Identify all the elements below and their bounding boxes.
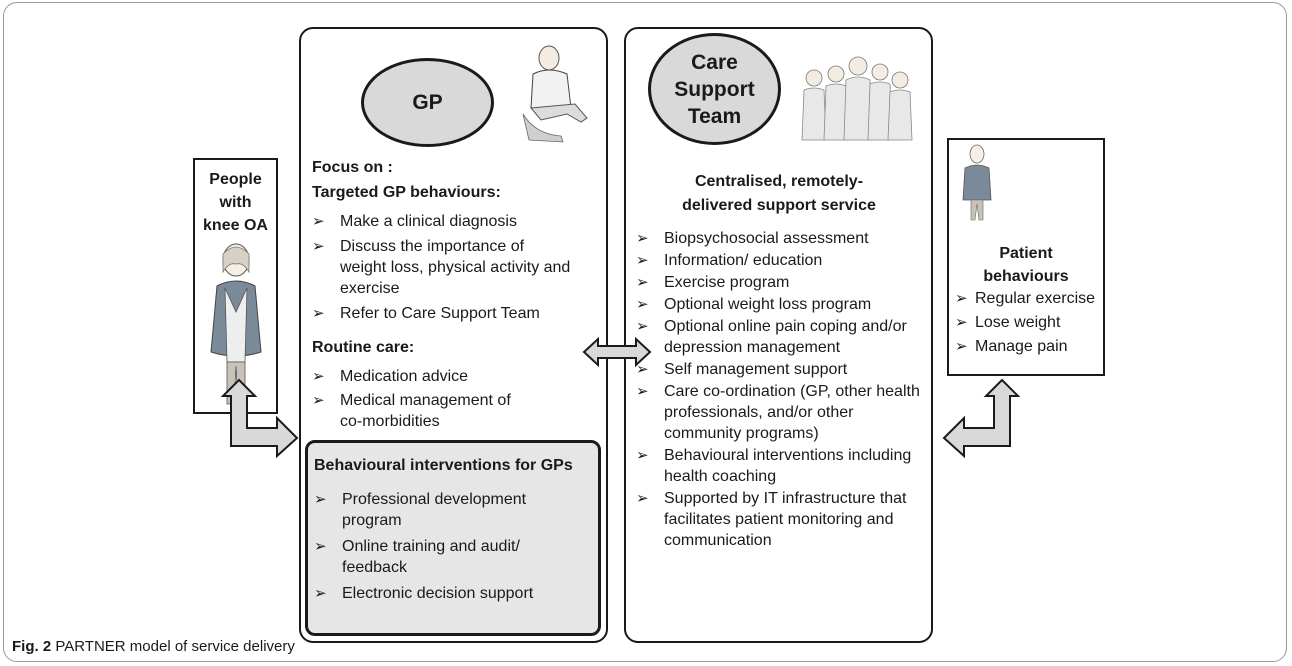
list-item: Professional development program <box>314 489 564 531</box>
list-item: Refer to Care Support Team <box>312 303 574 324</box>
elbow-arrow-left-icon <box>220 378 299 459</box>
figure-caption: Fig. 2 PARTNER model of service delivery <box>12 638 295 655</box>
gp-routine-heading: Routine care: <box>312 339 415 356</box>
gp-routine-list: Medication advice Medical management of … <box>312 366 574 432</box>
cst-ellipse: Care Support Team <box>648 33 781 145</box>
gp-targeted-heading: Targeted GP behaviours: <box>312 184 501 201</box>
gp-targeted-list: Make a clinical diagnosis Discuss the im… <box>312 211 574 324</box>
list-item: Medical management of co-morbidities <box>312 390 574 432</box>
patient-label: Patient behaviours <box>983 245 1069 285</box>
list-item: Medication advice <box>312 366 574 387</box>
bidirectional-arrow-icon <box>582 336 652 368</box>
list-item: Manage pain <box>955 336 1105 357</box>
gp-interventions-panel: Behavioural interventions for GPs Profes… <box>305 440 601 636</box>
figure-frame <box>3 2 1287 662</box>
list-item: Optional weight loss program <box>636 294 926 315</box>
elbow-arrow-right-icon <box>942 378 1021 459</box>
list-item: Online training and audit/ feedback <box>314 536 564 578</box>
list-item: Self management support <box>636 359 926 380</box>
gp-ellipse: GP <box>361 58 494 147</box>
gp-focus-heading: Focus on : <box>312 159 393 176</box>
list-item: Behavioural interventions including heal… <box>636 445 926 487</box>
list-item: Regular exercise <box>955 288 1105 309</box>
cst-list: Biopsychosocial assessment Information/ … <box>636 228 926 551</box>
people-box: People with knee OA <box>193 158 278 414</box>
list-item: Biopsychosocial assessment <box>636 228 926 249</box>
list-item: Make a clinical diagnosis <box>312 211 574 232</box>
group-of-people-icon <box>801 56 913 141</box>
list-item: Electronic decision support <box>314 583 564 604</box>
list-item: Supported by IT infrastructure that faci… <box>636 488 926 551</box>
cst-heading: Centralised, remotely- delivered support… <box>682 173 876 214</box>
patient-list: Regular exercise Lose weight Manage pain <box>955 288 1105 357</box>
list-item: Lose weight <box>955 312 1105 333</box>
people-label: People with knee OA <box>203 171 268 234</box>
patient-woman-icon <box>962 144 992 221</box>
list-item: Care co-ordination (GP, other health pro… <box>636 381 926 444</box>
list-item: Optional online pain coping and/or depre… <box>636 316 926 358</box>
patient-box: Patient behaviours Regular exercise Lose… <box>947 138 1105 376</box>
list-item: Exercise program <box>636 272 926 293</box>
list-item: Information/ education <box>636 250 926 271</box>
interventions-list: Professional development program Online … <box>314 489 564 604</box>
interventions-heading: Behavioural interventions for GPs <box>314 457 573 474</box>
seated-doctor-icon <box>522 45 588 143</box>
list-item: Discuss the importance of weight loss, p… <box>312 236 574 299</box>
